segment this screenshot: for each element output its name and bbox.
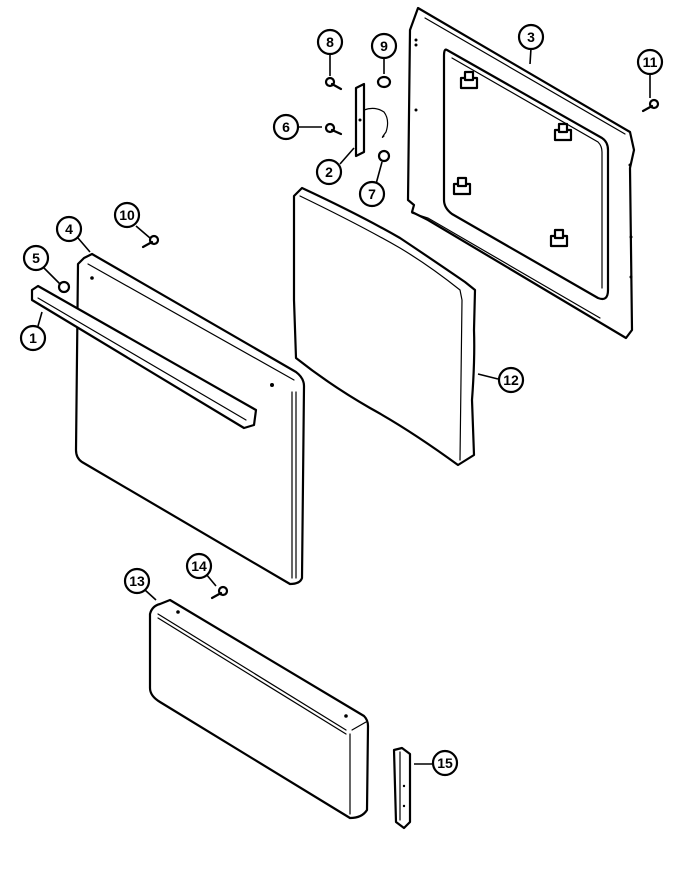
svg-text:6: 6: [282, 119, 290, 135]
callout-13: 13: [123, 567, 151, 595]
nut-icon: [57, 280, 71, 294]
svg-text:9: 9: [380, 38, 388, 54]
callout-12: 12: [497, 366, 525, 394]
svg-text:8: 8: [326, 34, 334, 50]
outer-door-panel: [74, 252, 306, 586]
screw-icon: [324, 122, 343, 136]
svg-text:5: 5: [32, 250, 40, 266]
callout-6: 6: [272, 113, 300, 141]
screw-icon: [641, 98, 660, 113]
clip-icon: [452, 70, 573, 248]
svg-text:3: 3: [527, 29, 535, 45]
callout-5: 5: [22, 244, 50, 272]
svg-text:7: 7: [368, 186, 376, 202]
callout-4: 4: [55, 215, 83, 243]
callout-10: 10: [113, 201, 141, 229]
svg-text:15: 15: [437, 755, 453, 771]
insulation-pad: [292, 186, 477, 467]
svg-text:14: 14: [191, 558, 207, 574]
callout-1: 1: [19, 324, 47, 352]
fasteners: [57, 75, 660, 600]
callout-3: 3: [517, 23, 545, 51]
callout-7: 7: [358, 180, 386, 208]
callout-15: 15: [431, 749, 459, 777]
screw-icon: [141, 234, 160, 249]
spacer-icon: [376, 75, 392, 89]
callout-14: 14: [185, 552, 213, 580]
leader-lines: [37, 47, 651, 765]
svg-text:13: 13: [129, 573, 145, 589]
screw-icon: [324, 76, 343, 91]
screw-icon: [210, 585, 229, 600]
callout-11: 11: [636, 48, 664, 76]
callout-2: 2: [315, 158, 343, 186]
svg-text:11: 11: [643, 54, 658, 70]
inner-door-frame: [406, 6, 636, 340]
callout-8: 8: [316, 28, 344, 56]
svg-text:12: 12: [503, 372, 519, 388]
svg-text:4: 4: [65, 221, 73, 237]
callout-9: 9: [370, 32, 398, 60]
drawer-panel: [148, 598, 370, 820]
svg-text:10: 10: [119, 207, 135, 223]
hinge-bracket: [354, 82, 389, 158]
drawer-end-bracket: [392, 746, 412, 830]
door-handle: [30, 284, 258, 430]
svg-text:1: 1: [29, 330, 37, 346]
nut-icon: [377, 149, 391, 163]
svg-text:2: 2: [325, 164, 333, 180]
